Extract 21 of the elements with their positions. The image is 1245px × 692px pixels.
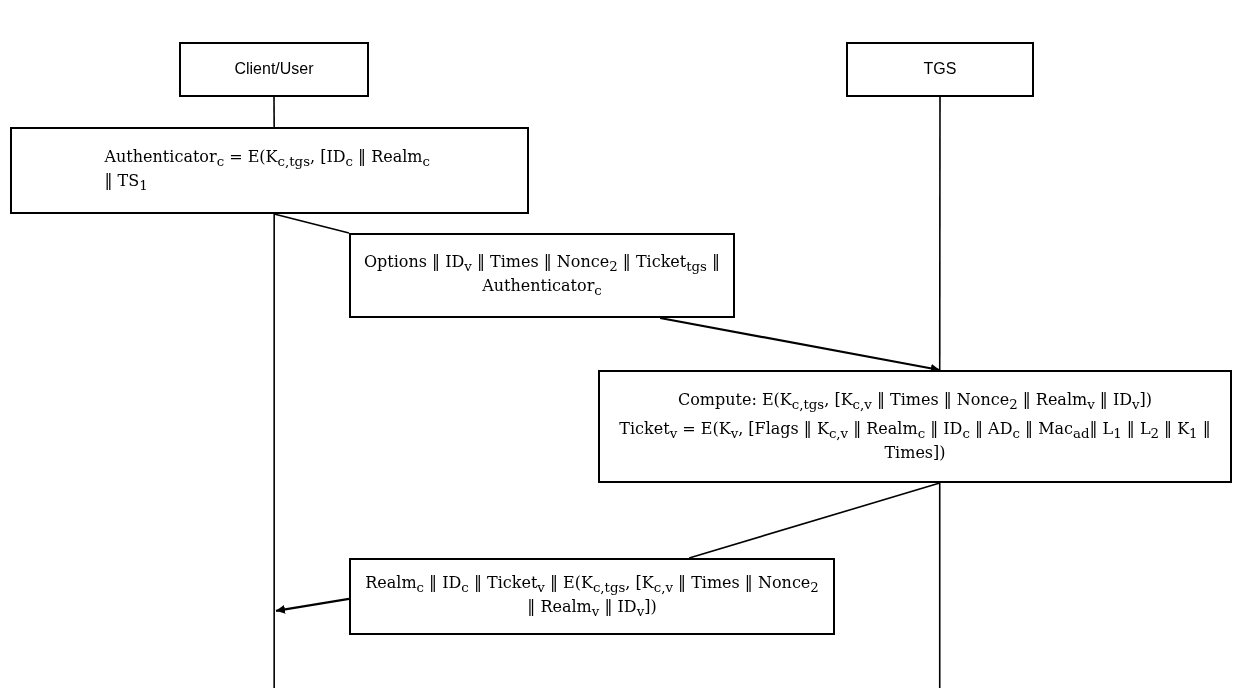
formula-text: Compute: E(K$_{c,tgs}$, [K$_{c,v}$ ‖ Times ‖ Nonce$_{2}$ ‖ Realm$_{v}$ ‖ ID$_{v}$]) <box>677 389 1153 414</box>
lifeline <box>938 482 941 689</box>
connector-line <box>273 96 275 128</box>
connector-line <box>938 96 941 371</box>
lifeline-header-box <box>846 42 1034 97</box>
message-box <box>349 233 735 318</box>
formula-text: Authenticator$_{c}$ = E(K$_{c,tgs}$, [ID$_{c}$ ‖ Realm$_{c}$ ‖ TS$_{1}$ <box>104 147 431 194</box>
message-text: Options ‖ ID$_{v}$ ‖ Times ‖ Nonce$_{2}$ ‖ Ticket$_{tgs}$ ‖ Authenticator$_{c}$ <box>362 252 722 299</box>
process-box <box>598 370 1232 483</box>
connector-line <box>273 213 350 234</box>
participant-name: TGS <box>923 59 957 80</box>
message-box <box>349 558 835 635</box>
participant-name: Client/User <box>234 59 314 80</box>
message-arrow <box>275 597 350 614</box>
message-arrow <box>659 316 940 373</box>
formula-text: Ticket$_{v}$ = E(K$_{v}$, [Flags ‖ K$_{c,v}$ ‖ Realm$_{c}$ ‖ ID$_{c}$ ‖ AD$_{c}$ ‖ Mac$_{ad}$‖ L$_{1}$ ‖ L$_{2}$ ‖ K$_{1}$ ‖ Times]) <box>618 419 1212 464</box>
process-box <box>10 127 529 214</box>
lifeline-header-box <box>179 42 369 97</box>
lifeline <box>273 213 275 689</box>
connector-line <box>688 482 941 559</box>
message-text: Realm$_{c}$ ‖ ID$_{c}$ ‖ Ticket$_{v}$ ‖ E(K$_{c,tgs}$, [K$_{c,v}$ ‖ Times ‖ Nonce$_{2}$ ‖ Realm$_{v}$ ‖ ID$_{v}$]) <box>364 573 820 620</box>
